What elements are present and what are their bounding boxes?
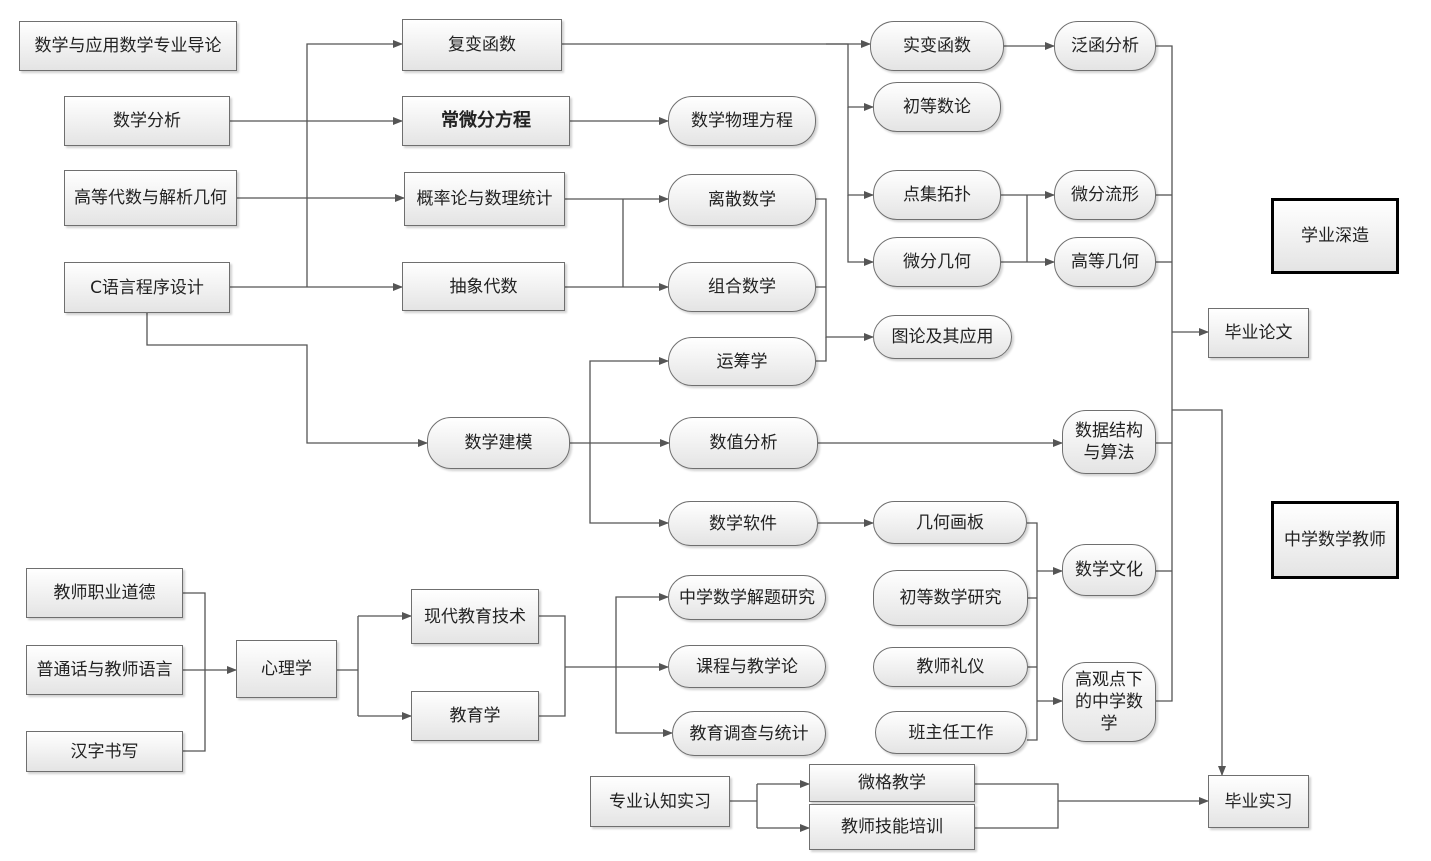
node-data-structures: 数据结构与算法 [1062, 410, 1156, 474]
node-high-view: 高观点下的中学数学 [1062, 662, 1156, 742]
node-ode: 常微分方程 [402, 96, 570, 146]
node-curriculum: 课程与教学论 [668, 645, 826, 688]
connector-44 [539, 615, 566, 717]
node-discrete-math: 离散数学 [668, 174, 816, 226]
node-diff-geometry: 微分几何 [873, 237, 1001, 287]
node-analysis: 数学分析 [64, 96, 230, 146]
node-diff-manifolds: 微分流形 [1054, 170, 1156, 220]
node-probability: 概率论与数理统计 [404, 172, 565, 226]
node-pedagogy: 教育学 [411, 691, 539, 741]
connector-14 [816, 198, 874, 341]
connector-8 [826, 43, 874, 111]
node-handwriting: 汉字书写 [26, 731, 183, 772]
node-class-teacher: 班主任工作 [875, 711, 1027, 754]
node-numerical-analysis: 数值分析 [669, 417, 818, 469]
node-hs-teacher: 中学数学教师 [1271, 501, 1399, 579]
node-higher-geometry: 高等几何 [1054, 237, 1156, 287]
connector-9 [847, 107, 874, 199]
node-geometry-board: 几何画板 [873, 501, 1027, 544]
connector-4 [306, 40, 403, 287]
connector-38 [183, 592, 206, 752]
node-etiquette: 教师礼仪 [873, 647, 1028, 687]
node-cognition-practice: 专业认知实习 [590, 776, 730, 827]
node-modern-edtech: 现代教育技术 [411, 589, 539, 644]
connector-16 [816, 337, 827, 362]
node-elementary-math: 初等数学研究 [873, 570, 1028, 626]
node-psychology: 心理学 [236, 640, 337, 698]
node-math-software: 数学软件 [668, 501, 818, 546]
node-algebra-geometry: 高等代数与解析几何 [64, 170, 237, 226]
connector-19 [589, 443, 669, 527]
connector-31 [1156, 45, 1173, 702]
node-microteaching: 微格教学 [809, 764, 975, 802]
node-modeling: 数学建模 [427, 417, 570, 469]
connector-18 [589, 357, 669, 443]
node-edu-survey: 教育调查与统计 [672, 711, 826, 756]
connector-26 [1027, 522, 1038, 741]
node-skills-training: 教师技能培训 [809, 804, 975, 850]
connector-37 [1172, 409, 1226, 776]
node-intro: 数学与应用数学专业导论 [19, 21, 237, 71]
node-combinatorics: 组合数学 [668, 262, 816, 312]
node-number-theory: 初等数论 [873, 82, 1001, 132]
connector-47 [615, 667, 673, 737]
connector-46 [615, 593, 669, 667]
node-math-physics: 数学物理方程 [668, 96, 816, 146]
node-math-culture: 数学文化 [1062, 544, 1156, 596]
node-problem-solving: 中学数学解题研究 [668, 575, 826, 620]
node-functional-analysis: 泛函分析 [1054, 21, 1156, 71]
node-internship: 毕业实习 [1208, 775, 1309, 828]
node-graph-theory: 图论及其应用 [873, 315, 1012, 359]
connector-10 [847, 195, 874, 266]
connector-52 [975, 783, 1059, 829]
node-real-functions: 实变函数 [870, 21, 1004, 71]
node-complex-functions: 复变函数 [402, 19, 562, 71]
connector-5 [146, 313, 428, 447]
node-c-programming: C语言程序设计 [64, 262, 230, 313]
node-ethics: 教师职业道德 [26, 568, 183, 618]
node-thesis: 毕业论文 [1208, 308, 1309, 358]
node-mandarin: 普通话与教师语言 [26, 645, 183, 695]
node-further-study: 学业深造 [1271, 198, 1399, 274]
node-abstract-algebra: 抽象代数 [402, 262, 565, 311]
node-operations-research: 运筹学 [668, 337, 816, 386]
node-topology: 点集拓扑 [873, 170, 1001, 220]
